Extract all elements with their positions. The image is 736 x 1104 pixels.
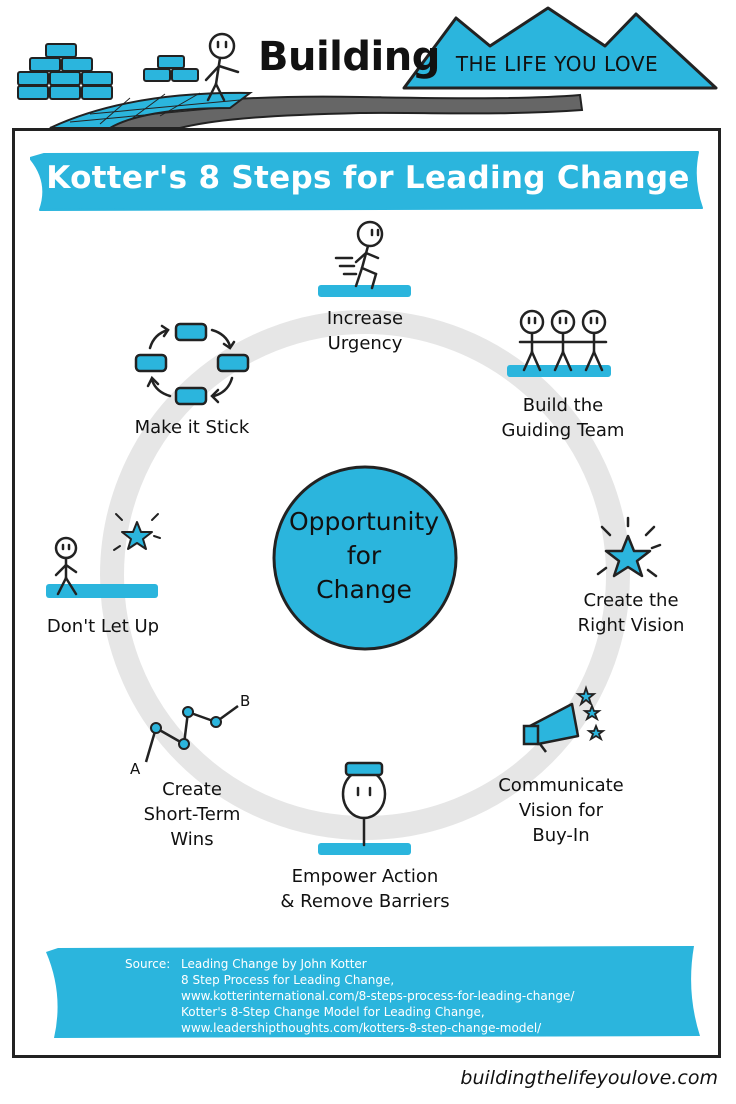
step-communicate-vision: Communicate Vision for Buy-In [484,773,638,848]
step-dont-let-up: Don't Let Up [30,614,176,639]
source-line: Leading Change by John Kotter [181,956,574,972]
step-increase-urgency: Increase Urgency [294,306,436,356]
point-b-label: B [240,692,250,710]
source-link[interactable]: www.leadershipthoughts.com/kotters-8-ste… [181,1020,574,1036]
source-link[interactable]: www.kotterinternational.com/8-steps-proc… [181,988,574,1004]
step-make-it-stick: Make it Stick [116,415,268,440]
running-person-icon [318,222,411,297]
cycle-icon [136,324,248,404]
center-label: Opportunity for Change [271,505,457,607]
source-line: 8 Step Process for Leading Change, [181,972,574,988]
source-lines: Leading Change by John Kotter 8 Step Pro… [181,956,574,1036]
person-icon [318,763,411,855]
source-label: Source: [125,956,170,972]
step-build-guiding-team: Build the Guiding Team [486,393,640,443]
point-a-label: A [130,760,140,778]
team-icon [507,311,611,377]
step-create-right-vision: Create the Right Vision [556,588,706,638]
footer-url-link[interactable]: buildingthelifeyoulove.com [456,1067,718,1089]
source-line: Kotter's 8-Step Change Model for Leading… [181,1004,574,1020]
step-empower-action: Empower Action & Remove Barriers [256,864,474,914]
step-short-term-wins: Create Short-Term Wins [118,777,266,852]
